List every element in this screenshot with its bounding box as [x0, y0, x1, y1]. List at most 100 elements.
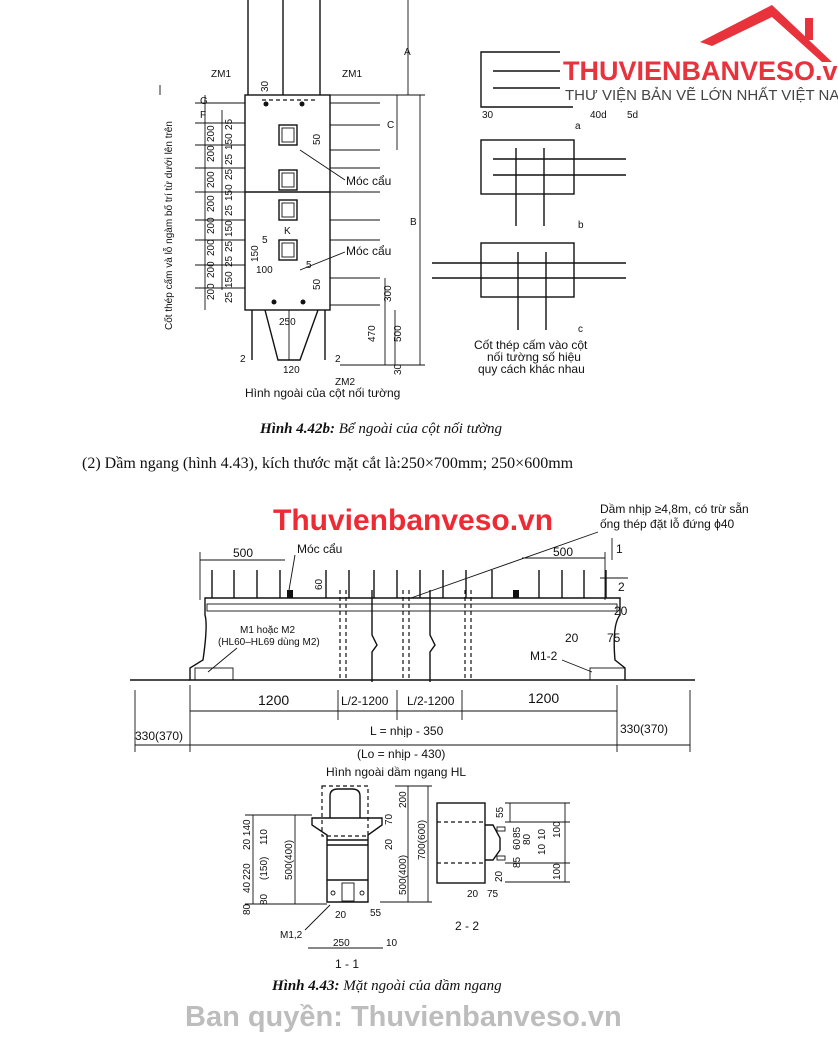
section-1-mark: 1 [616, 542, 623, 556]
svg-text:(150): (150) [259, 857, 270, 880]
column-elevation [195, 0, 425, 366]
section-2-2-title: 2 - 2 [455, 919, 479, 933]
dim-5a: 5 [262, 235, 268, 246]
dim-f: F [200, 110, 206, 121]
dim-20a: 20 [614, 604, 628, 618]
dim-l2-b: L/2-1200 [407, 694, 455, 708]
section-1-1-title: 1 - 1 [335, 957, 359, 971]
svg-text:20: 20 [384, 838, 395, 850]
svg-text:55: 55 [370, 908, 382, 919]
svg-text:20 140: 20 140 [242, 819, 253, 850]
vertical-note: Cốt thép cấm và lỗ ngàm bố trí từ dưới l… [162, 121, 175, 330]
section-mark-right: 2 [335, 354, 341, 365]
logo-brand: THUVIENBANVESO.vn [563, 56, 838, 86]
detail-dim-30: 30 [482, 110, 494, 121]
rebar-details [432, 51, 626, 330]
dim-50b: 50 [312, 278, 323, 290]
detail-note-3: quy cách khác nhau [478, 362, 585, 376]
svg-text:80: 80 [522, 833, 533, 845]
watermark-top: Thuvienbanveso.vn [273, 504, 553, 537]
section-mark-left: 2 [240, 354, 246, 365]
logo-tagline: THƯ VIỆN BẢN VẼ LỚN NHẤT VIỆT NAM [565, 87, 838, 104]
svg-text:200: 200 [206, 283, 217, 300]
m1m2-label-2: (HL60–HL69 dùng M2) [218, 637, 320, 648]
svg-text:500(400): 500(400) [398, 855, 409, 895]
svg-text:20: 20 [335, 910, 347, 921]
svg-text:25: 25 [224, 204, 235, 216]
dim-g: G [200, 96, 208, 107]
svg-text:200: 200 [206, 195, 217, 212]
body-paragraph: (2) Dầm ngang (hình 4.43), kích thước mặ… [82, 455, 574, 472]
label-zm1-right: ZM1 [342, 69, 362, 80]
house-roof-icon [700, 5, 832, 62]
dim-330-left: 330(370) [135, 729, 183, 743]
dim-lo: (Lo = nhịp - 430) [357, 747, 445, 761]
svg-text:10: 10 [537, 828, 548, 840]
svg-text:200: 200 [206, 125, 217, 142]
svg-text:25: 25 [224, 240, 235, 252]
dim-1200-left: 1200 [258, 692, 289, 708]
dim-b: B [410, 217, 417, 228]
svg-text:500(400): 500(400) [284, 840, 295, 880]
beam-elevation [130, 531, 695, 752]
svg-text:M1,2: M1,2 [280, 930, 303, 941]
detail-note-1: Cốt thép cấm vào cột [474, 338, 588, 352]
beam-view-title: Hình ngoài dầm ngang HL [326, 765, 466, 779]
svg-text:200: 200 [398, 791, 409, 808]
m12-label: M1-2 [530, 649, 558, 663]
svg-text:200: 200 [206, 239, 217, 256]
dim-470: 470 [367, 325, 378, 342]
dim-300: 300 [383, 285, 394, 302]
svg-text:200: 200 [206, 261, 217, 278]
svg-text:20: 20 [494, 870, 505, 882]
svg-text:150: 150 [224, 133, 235, 150]
svg-text:20: 20 [467, 889, 479, 900]
svg-text:220: 220 [242, 863, 253, 880]
section-2-mark: 2 [618, 580, 625, 594]
svg-text:150: 150 [224, 271, 235, 288]
beam-hook-label: Móc cẩu [297, 542, 342, 556]
column-view-title: Hình ngoài của cột nối tường [245, 386, 400, 400]
caption-4-43: Hình 4.43: Mặt ngoài của dầm ngang [271, 978, 502, 994]
dim-c: C [387, 120, 394, 131]
svg-text:10: 10 [386, 938, 398, 949]
detail-label-b: b [578, 220, 584, 231]
label-hook-2: Móc cẩu [346, 244, 391, 258]
svg-text:25: 25 [224, 153, 235, 165]
section-2-2-dims: 200 70 20 500(400) 700(600) 55 85 60 80 … [384, 791, 563, 933]
section-1-1 [245, 785, 383, 949]
dim-120: 120 [283, 365, 300, 376]
dim-500: 500 [393, 325, 404, 342]
dim-50a: 50 [312, 133, 323, 145]
watermark-bottom: Ban quyền: Thuvienbanveso.vn [185, 1001, 622, 1033]
dim-60: 60 [314, 578, 325, 590]
svg-text:700(600): 700(600) [417, 820, 428, 860]
dim-l: L = nhịp - 350 [370, 724, 444, 738]
svg-text:60: 60 [512, 838, 523, 850]
dim-150: 150 [250, 245, 261, 262]
svg-text:25: 25 [224, 168, 235, 180]
svg-text:25: 25 [224, 291, 235, 303]
m1m2-label-1: M1 hoặc M2 [240, 625, 295, 636]
dim-1200-right: 1200 [528, 690, 559, 706]
svg-text:150: 150 [224, 184, 235, 201]
svg-text:110: 110 [259, 829, 270, 845]
dim-330-right: 330(370) [620, 722, 668, 736]
svg-text:200: 200 [206, 145, 217, 162]
caption-4-42b: Hình 4.42b: Bể ngoài của cột nối tường [259, 421, 503, 437]
svg-text:80: 80 [259, 893, 270, 905]
beam-note-1: Dầm nhịp ≥4,8m, có trừ sẵn [600, 501, 749, 516]
detail-label-a: a [575, 121, 581, 132]
svg-text:80: 80 [242, 903, 253, 915]
beam-note-2: ống thép đặt lỗ đứng ϕ40 [600, 516, 735, 531]
dim-l2-a: L/2-1200 [341, 694, 389, 708]
dim-30b: 30 [393, 363, 404, 375]
section-2-2 [380, 785, 570, 903]
label-zm2: ZM2 [335, 377, 355, 388]
svg-text:25: 25 [224, 118, 235, 130]
dim-250: 250 [279, 317, 296, 328]
svg-text:75: 75 [487, 889, 499, 900]
svg-text:85: 85 [512, 856, 523, 868]
logo: THUVIENBANVESO.vn THƯ VIỆN BẢN VẼ LỚN NH… [563, 5, 838, 104]
